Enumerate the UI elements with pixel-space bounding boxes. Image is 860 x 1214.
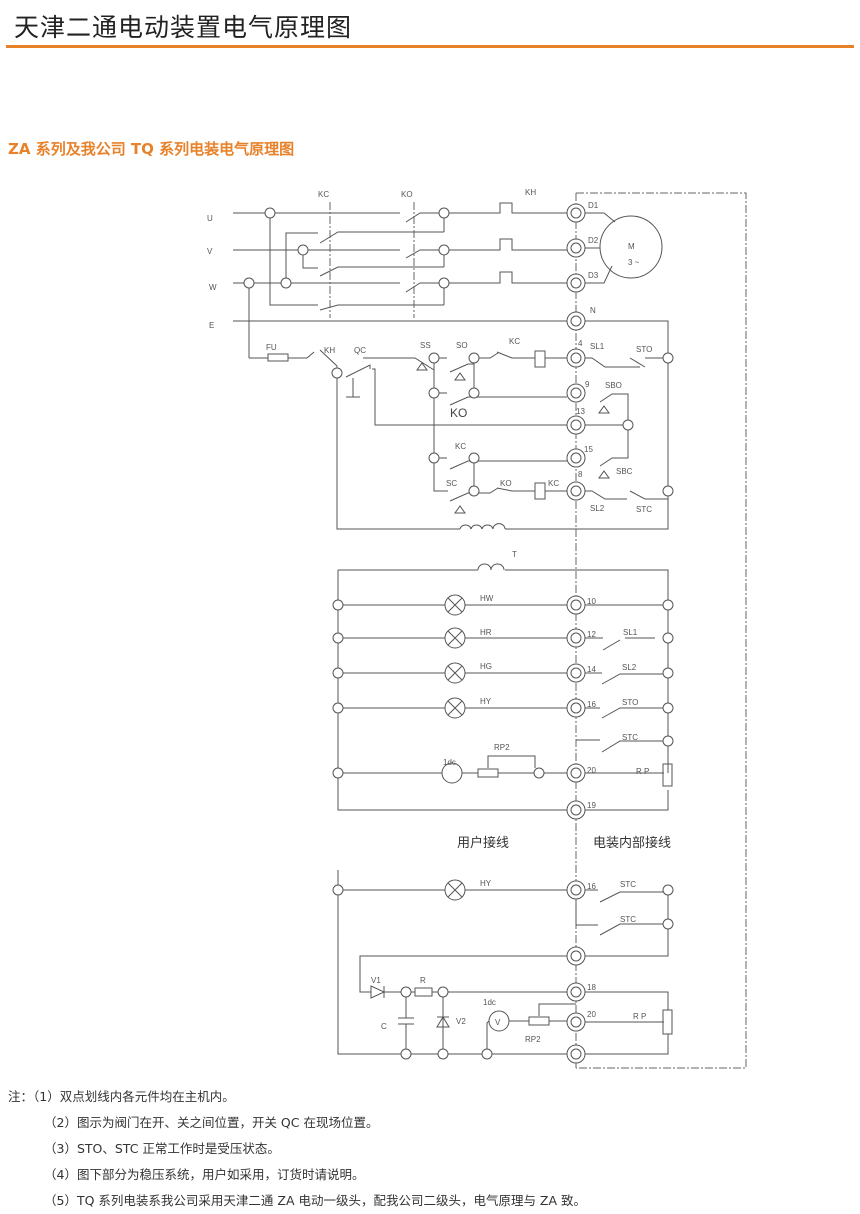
terminal-19-label: 19 [587, 801, 596, 810]
fu-label: FU [266, 343, 277, 352]
phase-v-label: V [207, 247, 213, 256]
stabilizer-circuit: V HY STC STC V1 R C V2 1dc RP2 R P [332, 870, 674, 1060]
r-label: R [420, 976, 426, 985]
phase-w-label: W [209, 283, 217, 292]
hg-label: HG [480, 662, 492, 671]
note-item: （3）STO、STC 正常工作时是受压状态。 [44, 1141, 280, 1156]
t-label: T [512, 550, 517, 559]
terminal-n-label: N [590, 306, 596, 315]
terminal-13-label: 13 [576, 407, 585, 416]
motor-label: M [628, 242, 635, 251]
terminal-d1-label: D1 [588, 201, 599, 210]
rp2-stab-label: RP2 [525, 1035, 541, 1044]
hy-stab-label: HY [480, 879, 492, 888]
kc-label: KC [318, 190, 329, 199]
notes: 注：（1）双点划线内各元件均在主机内。 （2）图示为阀门在开、关之间位置，开关 … [8, 1084, 586, 1214]
terminal-15-label: 15 [584, 445, 593, 454]
so-label: SO [456, 341, 468, 350]
note-item: （2）图示为阀门在开、关之间位置，开关 QC 在现场位置。 [44, 1115, 379, 1130]
page-title: 天津二通电动装置电气原理图 [14, 13, 353, 42]
sbo-label: SBO [605, 381, 622, 390]
hw-label: HW [480, 594, 494, 603]
power-section: U V W E KC KO KH [207, 188, 567, 358]
stc-stab1-label: STC [620, 880, 636, 889]
kh-contact-label: KH [324, 346, 335, 355]
control-circuit: FU KH QC SS SO KC SL1 STO SBO KO KC SC K… [249, 320, 674, 530]
terminal-9-label: 9 [585, 380, 590, 389]
internal-wiring-label: 电装内部接线 [593, 835, 671, 850]
terminal-8-label: 8 [578, 470, 583, 479]
terminal-12-label: 12 [587, 630, 596, 639]
motor-m: M 3 ~ [585, 212, 663, 284]
title-divider [6, 45, 854, 48]
stc-label: STC [636, 505, 652, 514]
stc-stab2-label: STC [620, 915, 636, 924]
note-item: 注：（1）双点划线内各元件均在主机内。 [8, 1084, 586, 1110]
qc-label: QC [354, 346, 366, 355]
rp2-label: RP2 [494, 743, 510, 752]
sl1-ind-label: SL1 [623, 628, 638, 637]
sc-label: SC [446, 479, 457, 488]
phase-e-label: E [209, 321, 214, 330]
sto-ind-label: STO [622, 698, 638, 707]
terminal-14-label: 14 [587, 665, 596, 674]
indicator-circuit: T HW HR HG HY SL1 SL2 STO STC RP2 1dc R … [332, 550, 674, 811]
1dc-stab-label: 1dc [483, 998, 496, 1007]
stc-ind-label: STC [622, 733, 638, 742]
note-text: （1）双点划线内各元件均在主机内。 [33, 1089, 235, 1104]
note-item: （4）图下部分为稳压系统，用户如采用，订货时请说明。 [44, 1167, 365, 1182]
v1-label: V1 [371, 976, 381, 985]
terminal-d3-label: D3 [588, 271, 599, 280]
user-wiring-label: 用户接线 [457, 835, 509, 850]
kc-hold-label: KC [455, 442, 466, 451]
terminal-10-label: 10 [587, 597, 596, 606]
voltmeter-label: V [495, 1018, 501, 1027]
terminal-block: D1 D2 D3 N 4 9 13 15 8 10 12 14 16 20 19… [566, 201, 599, 1064]
sl2-ind-label: SL2 [622, 663, 637, 672]
note-item: （5）TQ 系列电装系我公司采用天津二通 ZA 电动一级头，配我公司二级头，电气… [44, 1193, 587, 1208]
terminal-16-label: 16 [587, 700, 596, 709]
terminal-d2-label: D2 [588, 236, 599, 245]
hy-label: HY [480, 697, 492, 706]
terminal-4-label: 4 [578, 339, 583, 348]
sbc-label: SBC [616, 467, 633, 476]
rp-label: R P [636, 767, 649, 776]
terminal-20b-label: 20 [587, 1010, 596, 1019]
kc-coil-label: KC [548, 479, 559, 488]
ko-label: KO [401, 190, 413, 199]
terminal-20-label: 20 [587, 766, 596, 775]
ko-interlock-label: KO [500, 479, 512, 488]
notes-prefix: 注： [8, 1089, 34, 1104]
kc-contact-label: KC [509, 337, 520, 346]
sl1-label: SL1 [590, 342, 605, 351]
terminal-16b-label: 16 [587, 882, 596, 891]
terminal-18-label: 18 [587, 983, 596, 992]
kh-label: KH [525, 188, 536, 197]
ko-contact-label: KO [450, 406, 467, 420]
sto-label: STO [636, 345, 652, 354]
v2-label: V2 [456, 1017, 466, 1026]
1dc-label: 1dc [443, 758, 456, 767]
phase-u-label: U [207, 214, 213, 223]
enclosure-boundary [576, 192, 747, 1069]
rp-stab-label: R P [633, 1012, 646, 1021]
hr-label: HR [480, 628, 492, 637]
motor-phase-label: 3 ~ [628, 258, 640, 267]
sl2-label: SL2 [590, 504, 605, 513]
section-subtitle: ZA 系列及我公司 TQ 系列电装电气原理图 [8, 140, 295, 158]
ss-label: SS [420, 341, 431, 350]
c-label: C [381, 1022, 387, 1031]
